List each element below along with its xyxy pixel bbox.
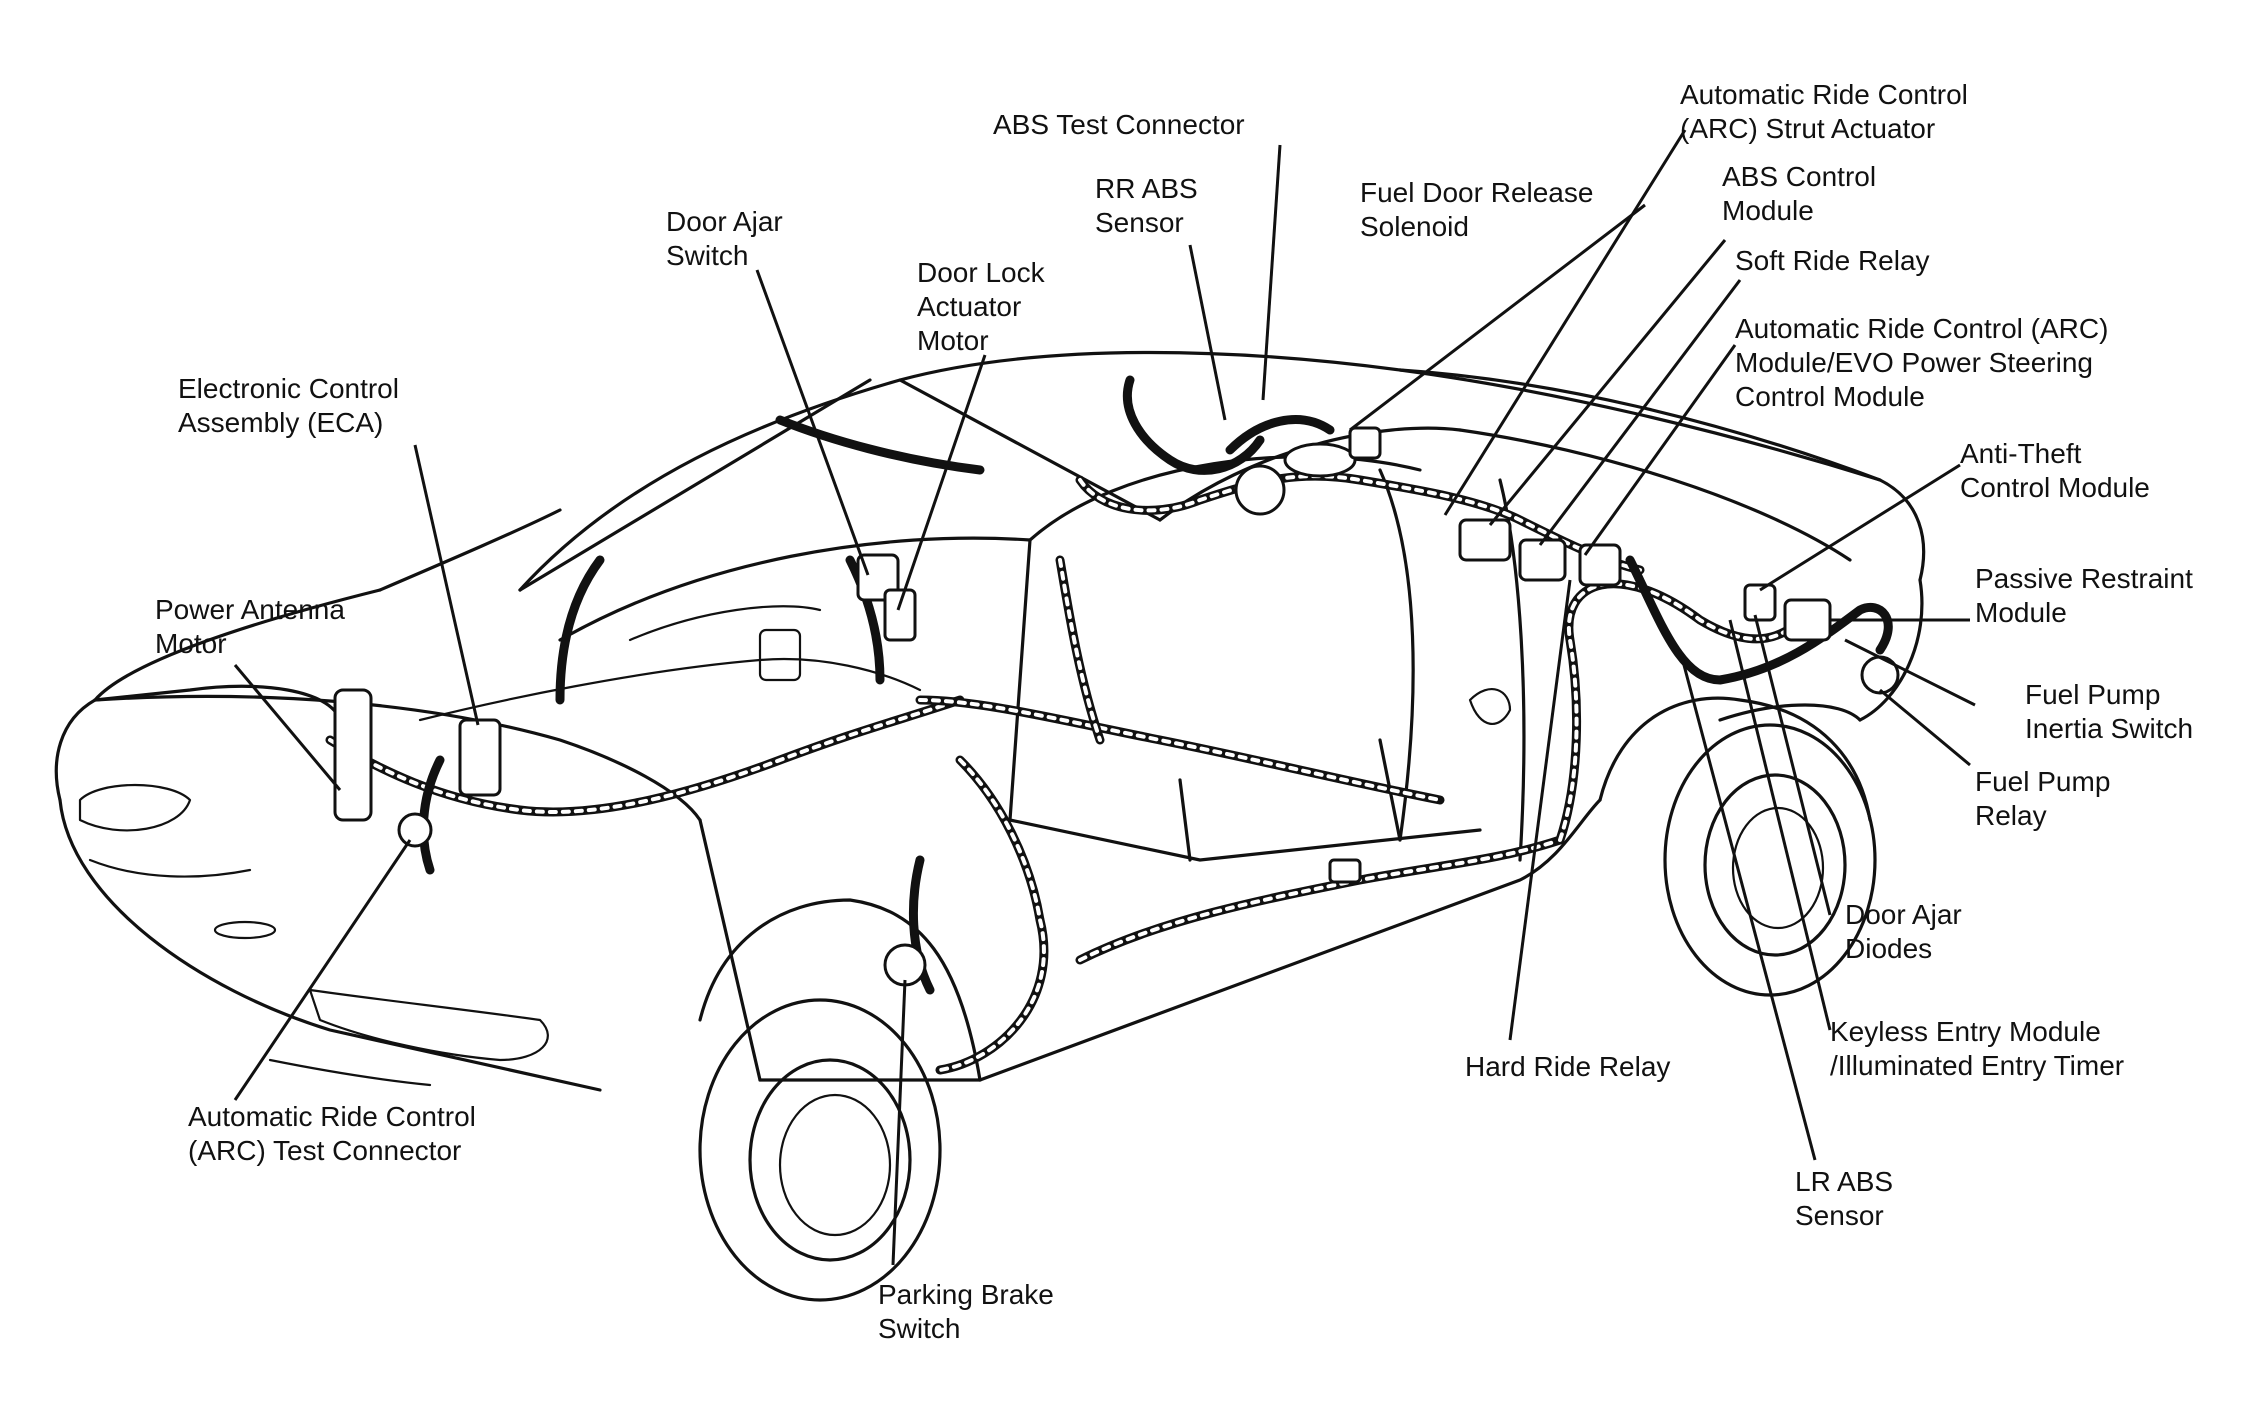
label-soft-ride-relay: Soft Ride Relay [1735, 244, 1930, 278]
label-line: (ARC) Strut Actuator [1680, 113, 1936, 144]
label-line: Control Module [1735, 381, 1925, 412]
label-line: Sensor [1795, 1200, 1884, 1231]
label-fuel-door-release-solenoid: Fuel Door Release Solenoid [1360, 176, 1593, 244]
label-fuel-pump-inertia-switch: Fuel Pump Inertia Switch [2025, 678, 2193, 746]
label-line: Actuator [917, 291, 1022, 322]
label-line: Fuel Door Release [1360, 177, 1594, 208]
label-hard-ride-relay: Hard Ride Relay [1465, 1050, 1670, 1084]
label-line: Module [1975, 597, 2067, 628]
leader-lines [233, 129, 1976, 1266]
label-line: Door Ajar [1845, 899, 1962, 930]
floor-connector [1328, 858, 1362, 884]
label-line: Passive Restraint [1975, 563, 2193, 594]
label-line: Switch [878, 1313, 961, 1344]
label-line: Module/EVO Power Steering [1735, 347, 2093, 378]
label-line: Relay [1975, 800, 2047, 831]
label-line: Control Module [1960, 472, 2150, 503]
label-line: Fuel Pump [2025, 679, 2161, 710]
label-line: /Illuminated Entry Timer [1830, 1050, 2125, 1081]
label-line: Door Lock [917, 257, 1045, 288]
label-line: Keyless Entry Module [1830, 1016, 2101, 1047]
arc-module-box [1518, 538, 1567, 582]
label-line: ABS Control [1722, 161, 1877, 192]
label-line: Inertia Switch [2025, 713, 2194, 744]
label-line: Anti-Theft [1960, 438, 2082, 469]
components [333, 426, 1900, 987]
label-eca: Electronic Control Assembly (ECA) [178, 372, 399, 440]
label-line: Soft Ride Relay [1735, 245, 1930, 276]
label-line: Electronic Control [178, 373, 399, 404]
label-door-ajar-diodes: Door Ajar Diodes [1845, 898, 1962, 966]
label-line: Hard Ride Relay [1465, 1051, 1671, 1082]
fuel-door-solenoid-part [1348, 426, 1382, 460]
label-line: LR ABS [1795, 1166, 1894, 1197]
label-lr-abs-sensor: LR ABS Sensor [1795, 1165, 1893, 1233]
label-line: Assembly (ECA) [178, 407, 384, 438]
eca-box [458, 718, 502, 797]
keyless-entry-box [1783, 598, 1832, 642]
arc-test-plug [397, 812, 433, 848]
label-power-antenna-motor: Power Antenna Motor [155, 593, 345, 661]
label-line: Switch [666, 240, 749, 271]
label-line: Sensor [1095, 207, 1184, 238]
wiring-harness [325, 375, 1893, 1075]
car-body [54, 350, 1926, 1302]
label-line: Door Ajar [666, 206, 783, 237]
label-line: RR ABS [1095, 173, 1198, 204]
label-line: Diodes [1845, 933, 1933, 964]
label-door-lock-actuator-motor: Door Lock Actuator Motor [917, 256, 1045, 358]
label-line: Power Antenna [155, 594, 345, 625]
anti-theft-box [1743, 583, 1777, 622]
parking-brake-part [883, 943, 927, 987]
label-line: Parking Brake [878, 1279, 1054, 1310]
label-passive-restraint-module: Passive Restraint Module [1975, 562, 2193, 630]
label-line: Automatic Ride Control [1680, 79, 1968, 110]
door-lock-motor-part [883, 588, 917, 642]
label-anti-theft-control-module: Anti-Theft Control Module [1960, 437, 2150, 505]
rear-deck-part [1283, 442, 1357, 478]
label-line: ABS Test Connector [993, 109, 1245, 140]
label-line: Module [1722, 195, 1814, 226]
label-abs-control-module: ABS Control Module [1722, 160, 1876, 228]
label-line: (ARC) Test Connector [188, 1135, 462, 1166]
label-door-ajar-switch: Door Ajar Switch [666, 205, 783, 273]
antenna-motor [333, 688, 373, 822]
door-ajar-switch-part [856, 553, 900, 602]
label-abs-test-connector: ABS Test Connector [993, 108, 1245, 142]
label-line: Automatic Ride Control (ARC) [1735, 313, 2109, 344]
rr-abs-part [1234, 464, 1286, 516]
label-line: Solenoid [1360, 211, 1469, 242]
label-parking-brake-switch: Parking Brake Switch [878, 1278, 1054, 1346]
label-line: Motor [155, 628, 227, 659]
label-arc-module-evo: Automatic Ride Control (ARC) Module/EVO … [1735, 312, 2108, 414]
label-arc-strut-actuator: Automatic Ride Control (ARC) Strut Actua… [1680, 78, 1968, 146]
label-fuel-pump-relay: Fuel Pump Relay [1975, 765, 2110, 833]
label-arc-test-connector: Automatic Ride Control (ARC) Test Connec… [188, 1100, 476, 1168]
label-line: Motor [917, 325, 989, 356]
label-keyless-entry-module: Keyless Entry Module /Illuminated Entry … [1830, 1015, 2124, 1083]
label-line: Fuel Pump [1975, 766, 2111, 797]
label-rr-abs-sensor: RR ABS Sensor [1095, 172, 1198, 240]
relay-box [1578, 543, 1622, 587]
abs-module-box [1458, 518, 1512, 562]
label-line: Automatic Ride Control [188, 1101, 476, 1132]
